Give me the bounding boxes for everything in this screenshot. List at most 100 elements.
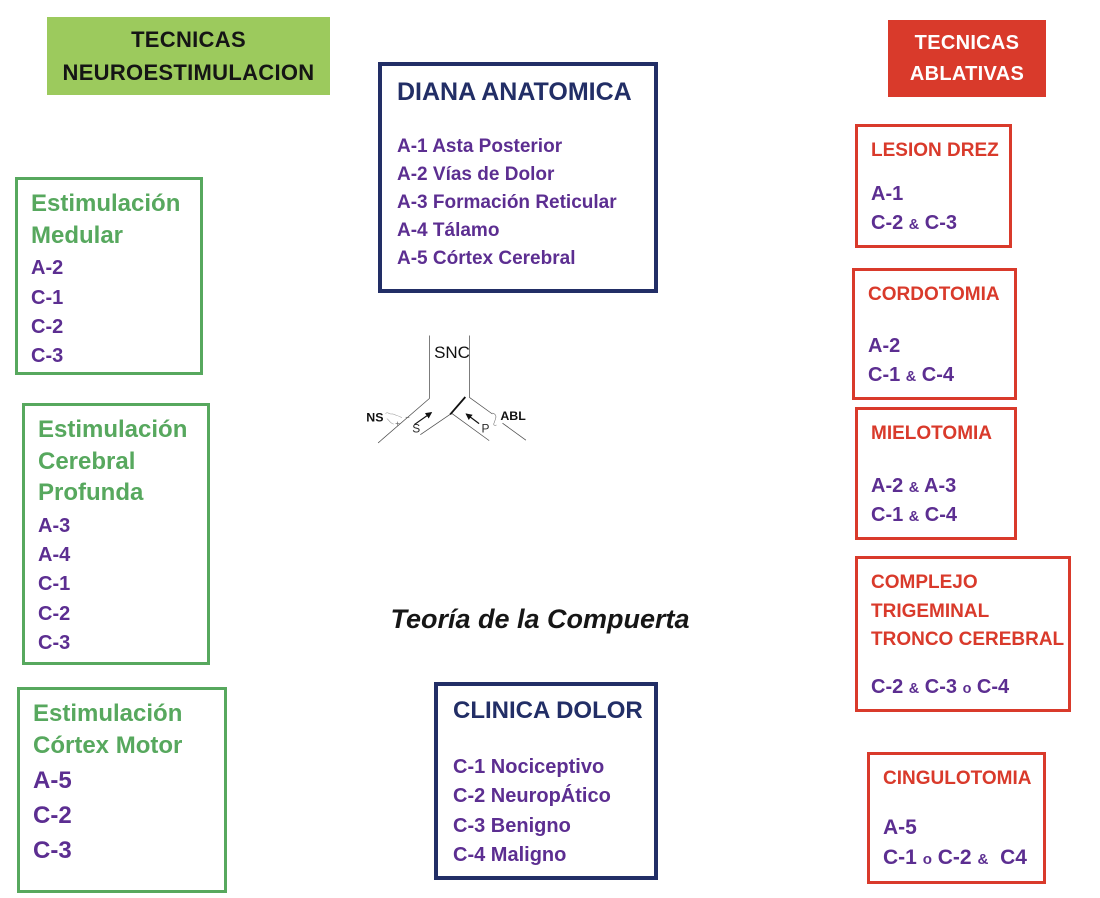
- code-item: C-1 o C-2 & C4: [883, 846, 1027, 870]
- title-line: Medular: [31, 221, 124, 249]
- gate-theory-caption: Teoría de la Compuerta: [390, 604, 690, 634]
- abl-label: ABL: [500, 409, 526, 423]
- title-line: Cerebral: [38, 447, 136, 475]
- code-item: C-1: [38, 573, 71, 596]
- code-item: C-3: [38, 631, 71, 654]
- gate-control-diagram: SNC NS ABL S P: [366, 335, 527, 444]
- s-pathway-arrow: [414, 412, 433, 426]
- anatomic-target-item: A-3 Formación Reticular: [397, 191, 617, 213]
- title-line: Estimulación: [31, 190, 181, 217]
- connector: &: [977, 851, 989, 869]
- code-item: C-2 & C-3: [871, 211, 957, 234]
- right-branch-inner-line: [451, 413, 490, 441]
- code-item: A-2: [31, 257, 64, 280]
- code-item: A-1: [871, 183, 904, 206]
- header-line: NEUROESTIMULACION: [62, 60, 315, 85]
- code-item: C-3: [31, 344, 64, 367]
- pain-type-item: C-4 Maligno: [453, 844, 567, 867]
- code-item: C-2: [31, 315, 64, 338]
- pain-type-item: C-1 Nociceptivo: [453, 756, 605, 778]
- connector: &: [908, 480, 920, 497]
- header-line: ABLATIVAS: [909, 62, 1025, 85]
- code-item: A-4: [38, 544, 71, 567]
- title-line: Profunda: [38, 479, 144, 507]
- box-title: DIANA ANATOMICA: [397, 78, 632, 106]
- code-item: C-1 & C-4: [871, 503, 957, 526]
- snc-label: SNC: [434, 343, 470, 362]
- code-item: C-1: [31, 286, 64, 309]
- connector: o: [962, 680, 972, 697]
- box-title: MIELOTOMIA: [871, 420, 1008, 449]
- p-label: P: [482, 421, 490, 435]
- box-title: CORDOTOMIA: [868, 281, 1008, 310]
- code-item: C-3: [33, 836, 72, 864]
- pain-type-item: C-3 Benigno: [453, 814, 571, 837]
- anatomic-target-item: A-1 Asta Posterior: [397, 136, 563, 157]
- title-line: MIELOTOMIA: [871, 423, 993, 444]
- connector: o: [922, 851, 932, 869]
- box-codes: C-2 & C-3 o C-4: [871, 673, 1062, 701]
- right-branch-outer-lower-line: [502, 422, 527, 441]
- title-line: Estimulación: [38, 416, 188, 443]
- code-item: C-1 & C-4: [868, 363, 954, 386]
- box-title: CINGULOTOMIA: [883, 765, 1037, 794]
- title-line: LESION DREZ: [871, 140, 999, 161]
- ablation-cut-squiggle: [492, 412, 497, 426]
- ns-electrode-lower-squiggle: [386, 418, 394, 425]
- code-item: C-2: [38, 602, 71, 625]
- title-line: TRONCO CEREBRAL: [871, 629, 1065, 650]
- gate-line: [449, 396, 467, 416]
- left-branch-outer-line: [377, 398, 430, 444]
- pain-type-item: C-2 NeuropÁtico: [453, 785, 611, 808]
- anatomic-target-item: A-5 Córtex Cerebral: [397, 247, 576, 269]
- connector: &: [908, 680, 920, 697]
- ns-label: NS: [366, 410, 383, 424]
- code-item: A-2: [868, 335, 901, 358]
- box-title: CLINICA DOLOR: [453, 697, 643, 724]
- title-line: Córtex Motor: [33, 731, 183, 759]
- neurostimulation-header: TECNICAS NEUROESTIMULACION: [47, 17, 330, 95]
- s-label: S: [412, 421, 420, 435]
- connector: &: [905, 368, 917, 385]
- connector: &: [908, 508, 920, 525]
- anatomic-target-item: A-2 Vías de Dolor: [397, 163, 555, 185]
- anatomic-target-item: A-4 Tálamo: [397, 219, 500, 241]
- right-branch-outer-upper-line: [469, 397, 493, 415]
- left-branch-inner-line: [420, 412, 453, 435]
- p-pathway-arrow: [465, 413, 480, 425]
- code-item: A-5: [33, 767, 72, 795]
- header-line: TECNICAS: [131, 27, 246, 52]
- code-item: C-2 & C-3 o C-4: [871, 675, 1010, 698]
- ns-electrode-upper-squiggle: [385, 412, 403, 418]
- title-line: TRIGEMINAL: [871, 600, 990, 622]
- code-item: C-2: [33, 802, 72, 830]
- box-title: LESION DREZ: [871, 137, 1003, 166]
- title-line: CORDOTOMIA: [868, 284, 1000, 305]
- title-line: Estimulación: [33, 700, 183, 727]
- code-item: A-3: [38, 515, 71, 538]
